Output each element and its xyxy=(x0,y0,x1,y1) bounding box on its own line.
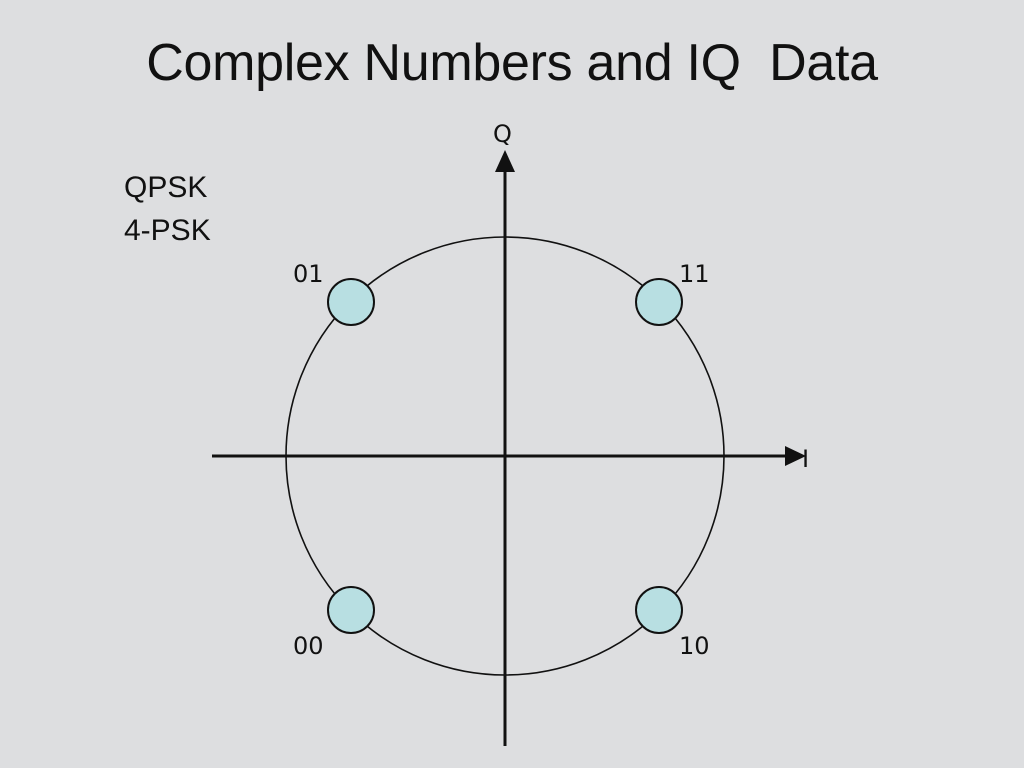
modulation-alias: 4-PSK xyxy=(124,214,211,247)
constellation-label-10: 10 xyxy=(679,632,710,660)
constellation-label-00: 00 xyxy=(293,632,324,660)
constellation-point-10 xyxy=(635,586,683,634)
slide-title: Complex Numbers and IQ Data xyxy=(146,34,878,92)
constellation-point-11 xyxy=(635,278,683,326)
constellation-points: 11 01 00 10 xyxy=(293,260,710,660)
constellation-point-00 xyxy=(327,586,375,634)
modulation-name: QPSK xyxy=(124,171,208,204)
constellation-point-01 xyxy=(327,278,375,326)
constellation-label-11: 11 xyxy=(679,260,710,288)
q-axis-arrow xyxy=(495,150,515,172)
i-axis-arrow xyxy=(785,446,806,466)
constellation-label-01: 01 xyxy=(293,260,324,288)
q-axis-label: Q xyxy=(493,120,512,148)
i-axis-label: I xyxy=(802,445,809,473)
